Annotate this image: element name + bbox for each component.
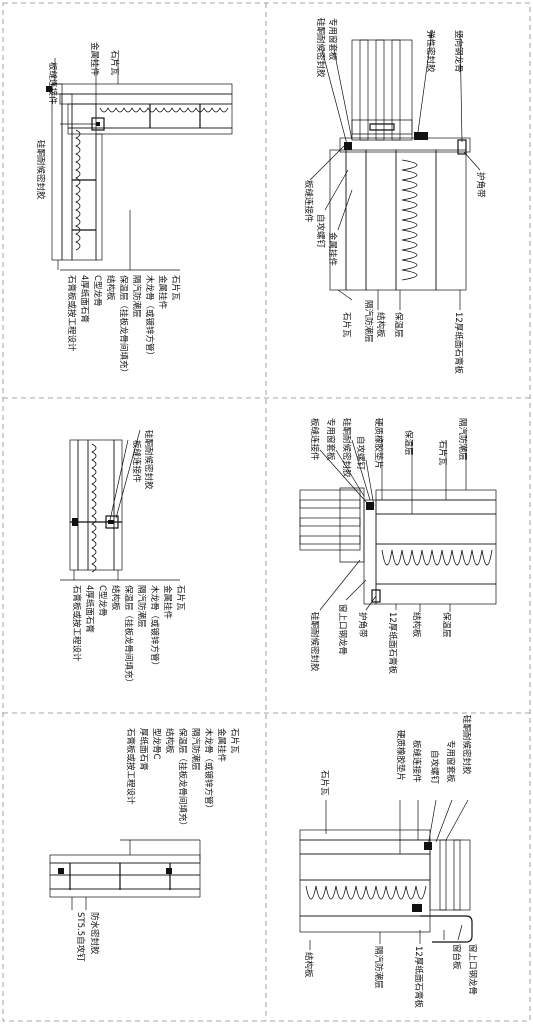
- label-7: C型龙骨: [92, 275, 103, 306]
- label-sealant: 硅酮耐候密封胶: [315, 18, 326, 78]
- label-screw: 自攻螺钉: [429, 750, 440, 785]
- label-head-steel: 窗上口钢龙骨: [467, 944, 478, 995]
- label-stone-tile: 石片瓦: [319, 770, 330, 796]
- label-gypsum: 12厚纸面石膏板: [453, 312, 464, 374]
- label-rubber-pad: 硬质橡胶垫片: [373, 418, 384, 469]
- label-1: 石片瓦: [175, 585, 186, 611]
- panel-bottom-left: 石片瓦 金属挂件 木龙骨（或镀锌方管） 隔汽防潮层 保温层（挂板龙骨间填充） 结…: [49, 728, 240, 962]
- panel-top-right: 硅酮耐候密封胶 专用窗套板 弹性密封胶 竖向钢龙骨 护角带 板缝连接件 自攻螺钉…: [303, 18, 486, 374]
- label-2: 金属挂件: [162, 585, 173, 620]
- label-stone-tile: 石片瓦: [341, 312, 352, 338]
- label-structural-board: 结构板: [303, 952, 314, 978]
- label-4: 隔汽防潮层: [131, 275, 142, 318]
- label-head-steel: 窗上口钢龙骨: [337, 604, 348, 655]
- label-7: C型龙骨: [97, 585, 108, 616]
- label-rubber-pad: 硬质橡胶垫片: [395, 730, 406, 781]
- panel-mid-right: 板缝连接件 专用窗套板 硅酮耐候密封胶 自攻螺钉 硬质橡胶垫片 保温层 石片瓦 …: [299, 418, 497, 674]
- corner-wall-section: [46, 83, 233, 261]
- label-self-tapping-screw: ST5.5自攻钉: [75, 912, 86, 962]
- label-sealant: 硅酮耐候密封胶: [341, 418, 352, 478]
- label-6: 结构板: [110, 585, 121, 611]
- label-screw: 自攻螺钉: [315, 214, 326, 249]
- label-connector: 板缝连接件: [131, 440, 142, 483]
- label-connector: 板缝连接件: [411, 740, 422, 783]
- label-8: 4厚纸面石膏: [84, 585, 95, 633]
- label-9: 石膏板或按工程设计: [66, 275, 77, 352]
- leader-lines: [60, 429, 180, 581]
- label-window-trim: 专用窗套板: [325, 418, 336, 461]
- label-2: 金属挂件: [216, 728, 227, 763]
- window-head-section: [299, 487, 497, 605]
- label-insulation: 保温层: [393, 312, 404, 338]
- label-insulation-top: 保温层: [403, 430, 414, 456]
- leader-lines: [309, 29, 481, 310]
- joint-wall-section: [69, 439, 123, 573]
- top-label-stack: 石片瓦 金属挂件 木龙骨（或镀锌方管） 隔汽防潮层 保温层（挂板龙骨间填充） 结…: [125, 728, 240, 830]
- label-sill-board: 窗台板: [451, 944, 462, 970]
- leader-lines: [319, 430, 467, 612]
- label-window-trim: 专用窗套板: [445, 740, 456, 783]
- window-jamb-section: [329, 39, 471, 291]
- label-connector: 板缝连接件: [303, 180, 314, 223]
- label-vapor-barrier: 隔汽防潮层: [457, 418, 468, 461]
- window-sill-section: [299, 829, 473, 943]
- label-vapor-barrier: 隔汽防潮层: [373, 946, 384, 989]
- label-sealant: 硅酮耐候密封胶: [461, 715, 472, 775]
- label-5: 保温层（挂板龙骨间填充）: [123, 585, 134, 687]
- label-6: 结构板: [164, 728, 175, 754]
- label-1: 石片瓦: [170, 275, 181, 301]
- label-stone-tile: 石片瓦: [109, 50, 120, 76]
- label-window-trim: 专用窗套板: [327, 18, 338, 61]
- bottom-label-stack: 石片瓦 金属挂件 木龙骨（或镀锌方管） 隔汽防潮层 保温层（挂板龙骨间填充） 结…: [71, 585, 186, 687]
- label-steel-stud: 竖向钢龙骨: [453, 30, 464, 73]
- label-4: 隔汽防潮层: [190, 728, 201, 771]
- label-2: 金属挂件: [157, 275, 168, 310]
- label-5: 保温层（挂板龙骨间填充）: [118, 275, 129, 377]
- label-elastic-sealant: 弹性密封胶: [425, 30, 436, 73]
- panel-mid-left: 硅酮耐候密封胶 板缝连接件 石片瓦 金属挂件 木龙骨（或镀锌方管） 隔汽防潮层 …: [60, 429, 186, 687]
- label-metal-hanger: 金属挂件: [327, 232, 338, 267]
- panel-bottom-right: 硅酮耐候密封胶 专用窗套板 自攻螺钉 板缝连接件 硬质橡胶垫片 石片瓦 结构板 …: [299, 715, 478, 1008]
- label-corner-tape: 护角带: [357, 612, 368, 638]
- label-insulation-bottom: 保温层: [441, 612, 452, 638]
- label-waterproof-sealant: 防水密封胶: [89, 912, 100, 955]
- label-4: 隔汽防潮层: [136, 585, 147, 628]
- label-corner-tape: 护角带: [475, 172, 486, 198]
- label-9: 石膏板或按工程设计: [125, 728, 136, 805]
- leader-lines: [71, 839, 201, 910]
- label-structural-board: 结构板: [375, 312, 386, 338]
- label-3: 木龙骨（或镀锌方管）: [203, 728, 214, 813]
- label-sealant: 硅酮耐候密封胶: [35, 140, 46, 200]
- label-gypsum: 12厚纸面石膏板: [413, 946, 424, 1008]
- label-connector: 板缝连接件: [309, 418, 320, 461]
- label-5: 保温层（挂板龙骨间填充）: [177, 728, 188, 830]
- label-8: 厚纸面石膏: [138, 728, 149, 771]
- label-9: 石膏板或按工程设计: [71, 585, 82, 662]
- base-wall-section: [49, 854, 201, 898]
- label-structural-board: 结构板: [411, 612, 422, 638]
- label-screw: 自攻螺钉: [355, 436, 366, 471]
- label-1: 石片瓦: [229, 728, 240, 754]
- label-vapor-barrier: 隔汽防潮层: [363, 300, 374, 343]
- label-6: 结构板: [105, 275, 116, 301]
- panel-top-left: 板缝连接件 金属挂件 石片瓦 硅酮耐候密封胶 石片瓦 金属挂件 木龙骨（或镀锌方…: [35, 42, 233, 377]
- label-sealant-bottom: 硅酮耐候密封胶: [309, 612, 320, 672]
- label-stone-tile: 石片瓦: [437, 440, 448, 466]
- label-3: 木龙骨（或镀锌方管）: [149, 585, 160, 670]
- label-7: 型龙骨C: [151, 728, 162, 760]
- leader-lines: [54, 58, 131, 270]
- label-metal-hanger: 金属挂件: [89, 42, 100, 77]
- label-sealant: 硅酮耐候密封胶: [143, 430, 154, 490]
- label-panel-connector: 板缝连接件: [47, 62, 58, 105]
- label-gypsum: 12厚纸面石膏板: [387, 612, 398, 674]
- label-3: 木龙骨（或镀锌方管）: [144, 275, 155, 360]
- bottom-label-stack: 石片瓦 金属挂件 木龙骨（或镀锌方管） 隔汽防潮层 保温层（挂板龙骨间填充） 结…: [60, 269, 181, 377]
- label-8: 4厚纸面石膏: [79, 275, 90, 323]
- leader-lines: [309, 799, 469, 950]
